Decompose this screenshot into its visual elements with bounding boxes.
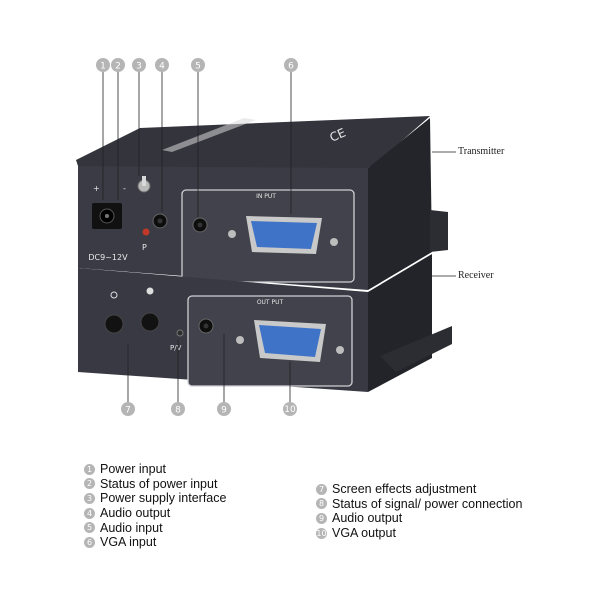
ce-mark: CE (328, 125, 348, 144)
receiver-unit: OUT PUT P/V (78, 254, 452, 392)
callout-2: 2 (111, 58, 125, 72)
brightness-knob (104, 314, 124, 334)
receiver-mounting-ear (380, 326, 452, 372)
transmitter-mounting-ear (430, 210, 448, 252)
status-led-label: P/V (170, 344, 182, 352)
callout-9: 9 (217, 402, 231, 416)
callout-8: 8 (171, 402, 185, 416)
callout-7: 7 (121, 402, 135, 416)
receiver-label: Receiver (458, 270, 494, 281)
input-panel-label: IN PUT (256, 193, 276, 200)
svg-text:1: 1 (100, 62, 106, 72)
svg-text:4: 4 (159, 62, 165, 72)
callout-3: 3 (132, 58, 146, 72)
callout-4: 4 (155, 58, 169, 72)
output-panel-label: OUT PUT (257, 299, 284, 306)
callout-6: 6 (284, 58, 298, 72)
polarity-minus-label: - (123, 184, 126, 193)
transmitter-label: Transmitter (458, 146, 505, 157)
transmitter-unit: IN PUT DC9~12V + - P CE (76, 116, 448, 290)
svg-text:8: 8 (175, 406, 181, 416)
svg-text:7: 7 (125, 406, 131, 416)
contrast-knob (140, 312, 160, 332)
transmitter-right-side (368, 118, 432, 290)
transmitter-top-face (76, 116, 430, 172)
polarity-plus-label: + (93, 184, 100, 193)
callout-5: 5 (191, 58, 205, 72)
status-led (176, 329, 184, 337)
svg-text:9: 9 (221, 406, 227, 416)
callout-10: 10 (283, 402, 297, 416)
svg-text:2: 2 (115, 62, 121, 72)
svg-text:6: 6 (288, 62, 294, 72)
callouts (102, 72, 456, 402)
power-led-label: P (142, 243, 147, 252)
svg-text:10: 10 (284, 405, 296, 415)
callout-markers: 1 2 3 4 5 6 7 8 9 10 (96, 58, 298, 416)
callout-1: 1 (96, 58, 110, 72)
svg-text:3: 3 (136, 62, 142, 72)
dc-voltage-label: DC9~12V (88, 253, 128, 262)
power-led (142, 228, 150, 236)
svg-text:5: 5 (195, 62, 201, 72)
